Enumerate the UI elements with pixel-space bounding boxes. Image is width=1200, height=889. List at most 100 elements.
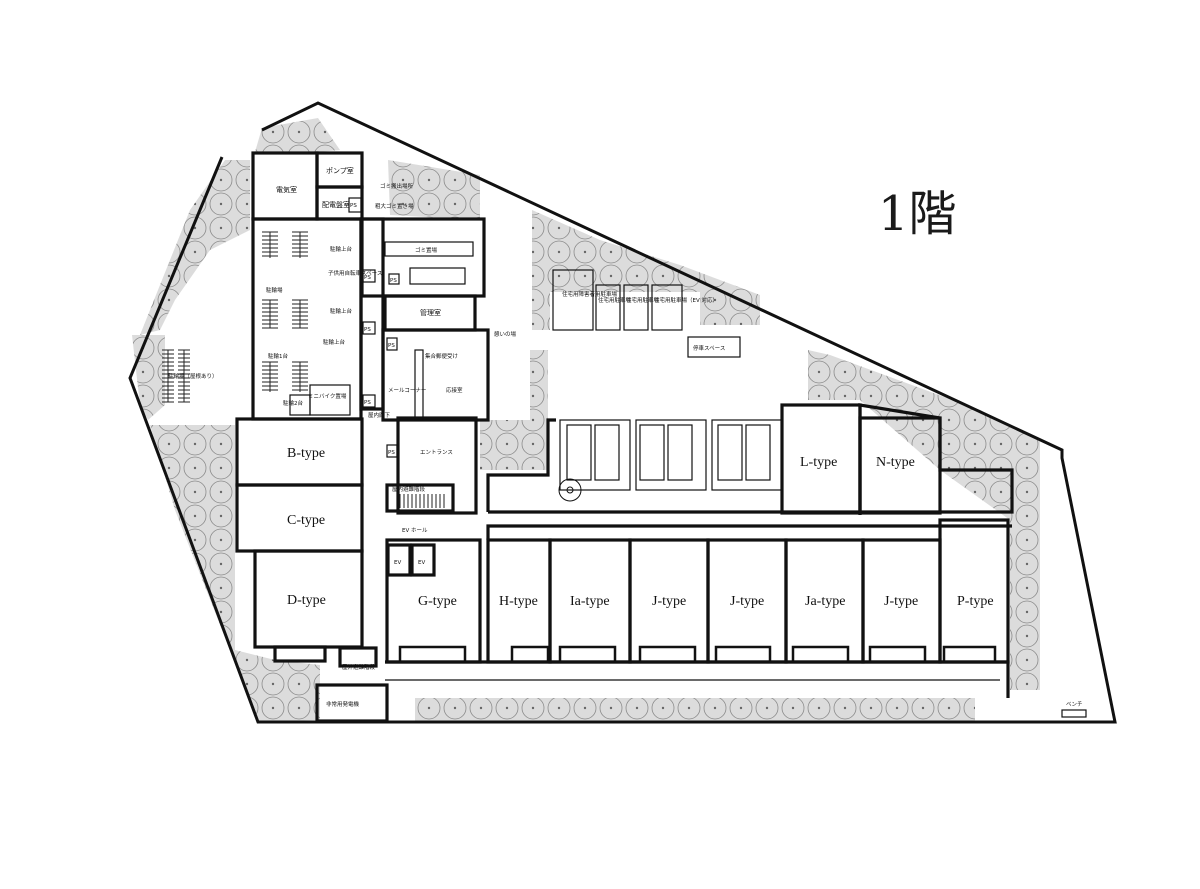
ps-strip: PS PS PS (359, 217, 385, 411)
spiral-stair (558, 478, 582, 502)
entrance-hall (396, 416, 478, 515)
ps-box-3 (362, 321, 376, 335)
parking-2 (623, 284, 649, 331)
bench (1061, 709, 1087, 718)
planting-north (255, 118, 340, 152)
unit-l-label: L-type (800, 455, 837, 470)
stop-space-label: 停車スペース (693, 344, 725, 352)
ps-box-6 (386, 337, 398, 351)
unit-b-label: B-type (287, 446, 325, 461)
ev2-label: EV (418, 560, 425, 566)
manager-label: 管理室 (420, 308, 441, 317)
unit-balcony (398, 645, 467, 664)
car-slot-5 (717, 424, 743, 481)
car-slot-6 (745, 424, 771, 481)
unit-g-label: G-type (418, 594, 457, 609)
reception-label: 応接室 (446, 386, 463, 394)
parking-bay-2 (635, 419, 707, 491)
parking-1 (595, 284, 621, 331)
mail-label: メールコーナー (388, 387, 426, 394)
bike-rack-group-a (262, 231, 308, 392)
planting-parking (532, 210, 760, 330)
unit-n (858, 416, 942, 515)
ev-hall-label: EV ホール (402, 527, 428, 534)
electric-room-label: 電気室 (276, 185, 297, 194)
unit-ja-label: Ja-type (805, 594, 845, 609)
unit-balcony (791, 645, 850, 664)
parking-ev (651, 284, 683, 331)
garbage-area: ゴミ搬出場所 粗大ゴミ置き場 ゴミ置場 PS (360, 182, 486, 298)
outer-stair-label: 屋外避難階段 (342, 663, 376, 671)
south-units: G-type H-type Ia-type J-type J-type Ja-t… (385, 518, 1010, 664)
unit-h-label: H-type (499, 594, 538, 609)
pump-room-label: ポンプ室 (326, 166, 354, 175)
ps-label-2: PS (364, 275, 371, 281)
corridor-south-wall (486, 524, 1012, 540)
unit-ia-label: Ia-type (570, 594, 610, 609)
unit-d-label: D-type (287, 593, 326, 608)
bike-rack2-label: 駐輪上台 (323, 338, 346, 346)
planting-path (530, 350, 548, 420)
elevator-2 (410, 543, 436, 577)
ps-label-1: PS (350, 203, 357, 209)
unit-d-balcony (273, 645, 327, 663)
south-corridor-edge (385, 660, 1010, 698)
garbage-out-label: ゴミ搬出場所 (380, 182, 414, 190)
unit-balcony (638, 645, 697, 664)
planting-south (415, 698, 975, 722)
spiral-stair-core (566, 486, 574, 494)
parking-bay-1 (559, 419, 631, 491)
bike-parking-label: 駐輪場 (266, 286, 283, 294)
moped-label: ミニバイク置場 (308, 392, 347, 400)
outer-stair (338, 646, 378, 668)
car-slot-4 (667, 424, 693, 481)
unit-n-label: N-type (876, 455, 915, 470)
planting-southwest (150, 425, 320, 722)
ps-label-5: PS (390, 278, 397, 284)
unit-balcony (558, 645, 617, 664)
kids-bike-label: 子供用自転車スペース (328, 269, 382, 277)
site-boundary (128, 101, 1117, 724)
garbage-bin-1 (384, 241, 474, 257)
bulky-garbage-label: 粗大ゴミ置き場 (375, 202, 414, 210)
meeting-label: 憩いの場 (494, 330, 517, 338)
entrance-label: エントランス (420, 449, 453, 456)
power-panel-label: 配電盤室 (322, 200, 350, 209)
ps-label-3: PS (364, 327, 371, 333)
bike-rack1-label: 駐輪1台 (268, 352, 288, 360)
ps-label-7: PS (388, 450, 395, 456)
planting-west-upper (140, 160, 250, 335)
ps-box-4 (362, 394, 376, 408)
unit-c-label: C-type (287, 513, 325, 528)
parking-disabled-label: 住宅用障害者用駐車場 (562, 290, 618, 298)
concierge-label: 集合郵便受け (425, 352, 459, 360)
floor-title: 1階 (878, 186, 957, 242)
car-slot-1 (566, 424, 592, 481)
unit-balcony (510, 645, 550, 664)
mailbox-wall (414, 349, 424, 421)
north-row: L-type N-type (486, 403, 1014, 540)
ps-box-5 (388, 273, 400, 285)
moped-stalls (309, 384, 351, 416)
unit-j1-label: J-type (652, 594, 686, 609)
unit-p (938, 518, 1010, 664)
bike-rack3-label: 駐輪2台 (283, 399, 303, 407)
planting-areas (132, 118, 1040, 722)
bike-ramp-label: 駐輪上台 (330, 245, 353, 253)
generator-label: 非常用発電機 (326, 700, 360, 708)
ps-label-4: PS (364, 400, 371, 406)
planting-entrance (480, 420, 548, 470)
planting-west-mid (132, 335, 165, 420)
lobby-core (381, 328, 490, 422)
parking-disabled (552, 269, 594, 331)
garbage-bin-2 (409, 267, 466, 285)
north-row-west (486, 418, 556, 512)
west-units: B-type C-type D-type 屋外避難階段 非常用発電機 (235, 417, 389, 723)
unit-balcony (868, 645, 927, 664)
inner-stair-label: 屋内避難階段 (392, 485, 426, 493)
car-slot-3 (639, 424, 665, 481)
unit-p-label: P-type (957, 594, 994, 609)
parking-2-label: 住宅用駐車場 (626, 296, 660, 304)
corridor-label: 屋内廊下 (368, 411, 391, 419)
